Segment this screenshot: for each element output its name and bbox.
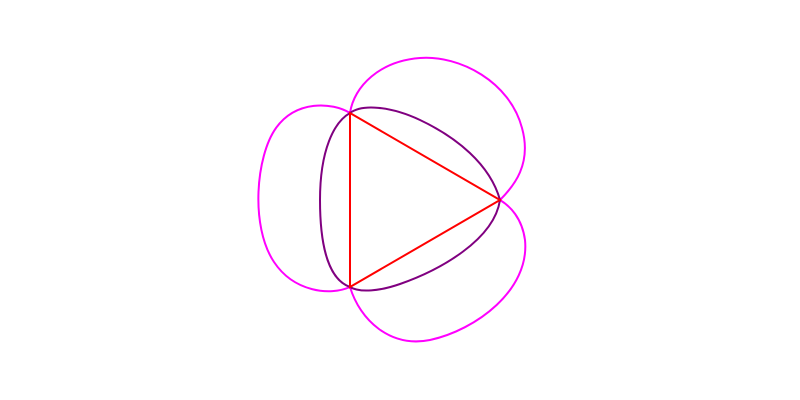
inner-rounded-curve xyxy=(319,106,501,292)
red-triangle xyxy=(349,111,502,289)
outer-lobes-curve xyxy=(257,56,527,343)
